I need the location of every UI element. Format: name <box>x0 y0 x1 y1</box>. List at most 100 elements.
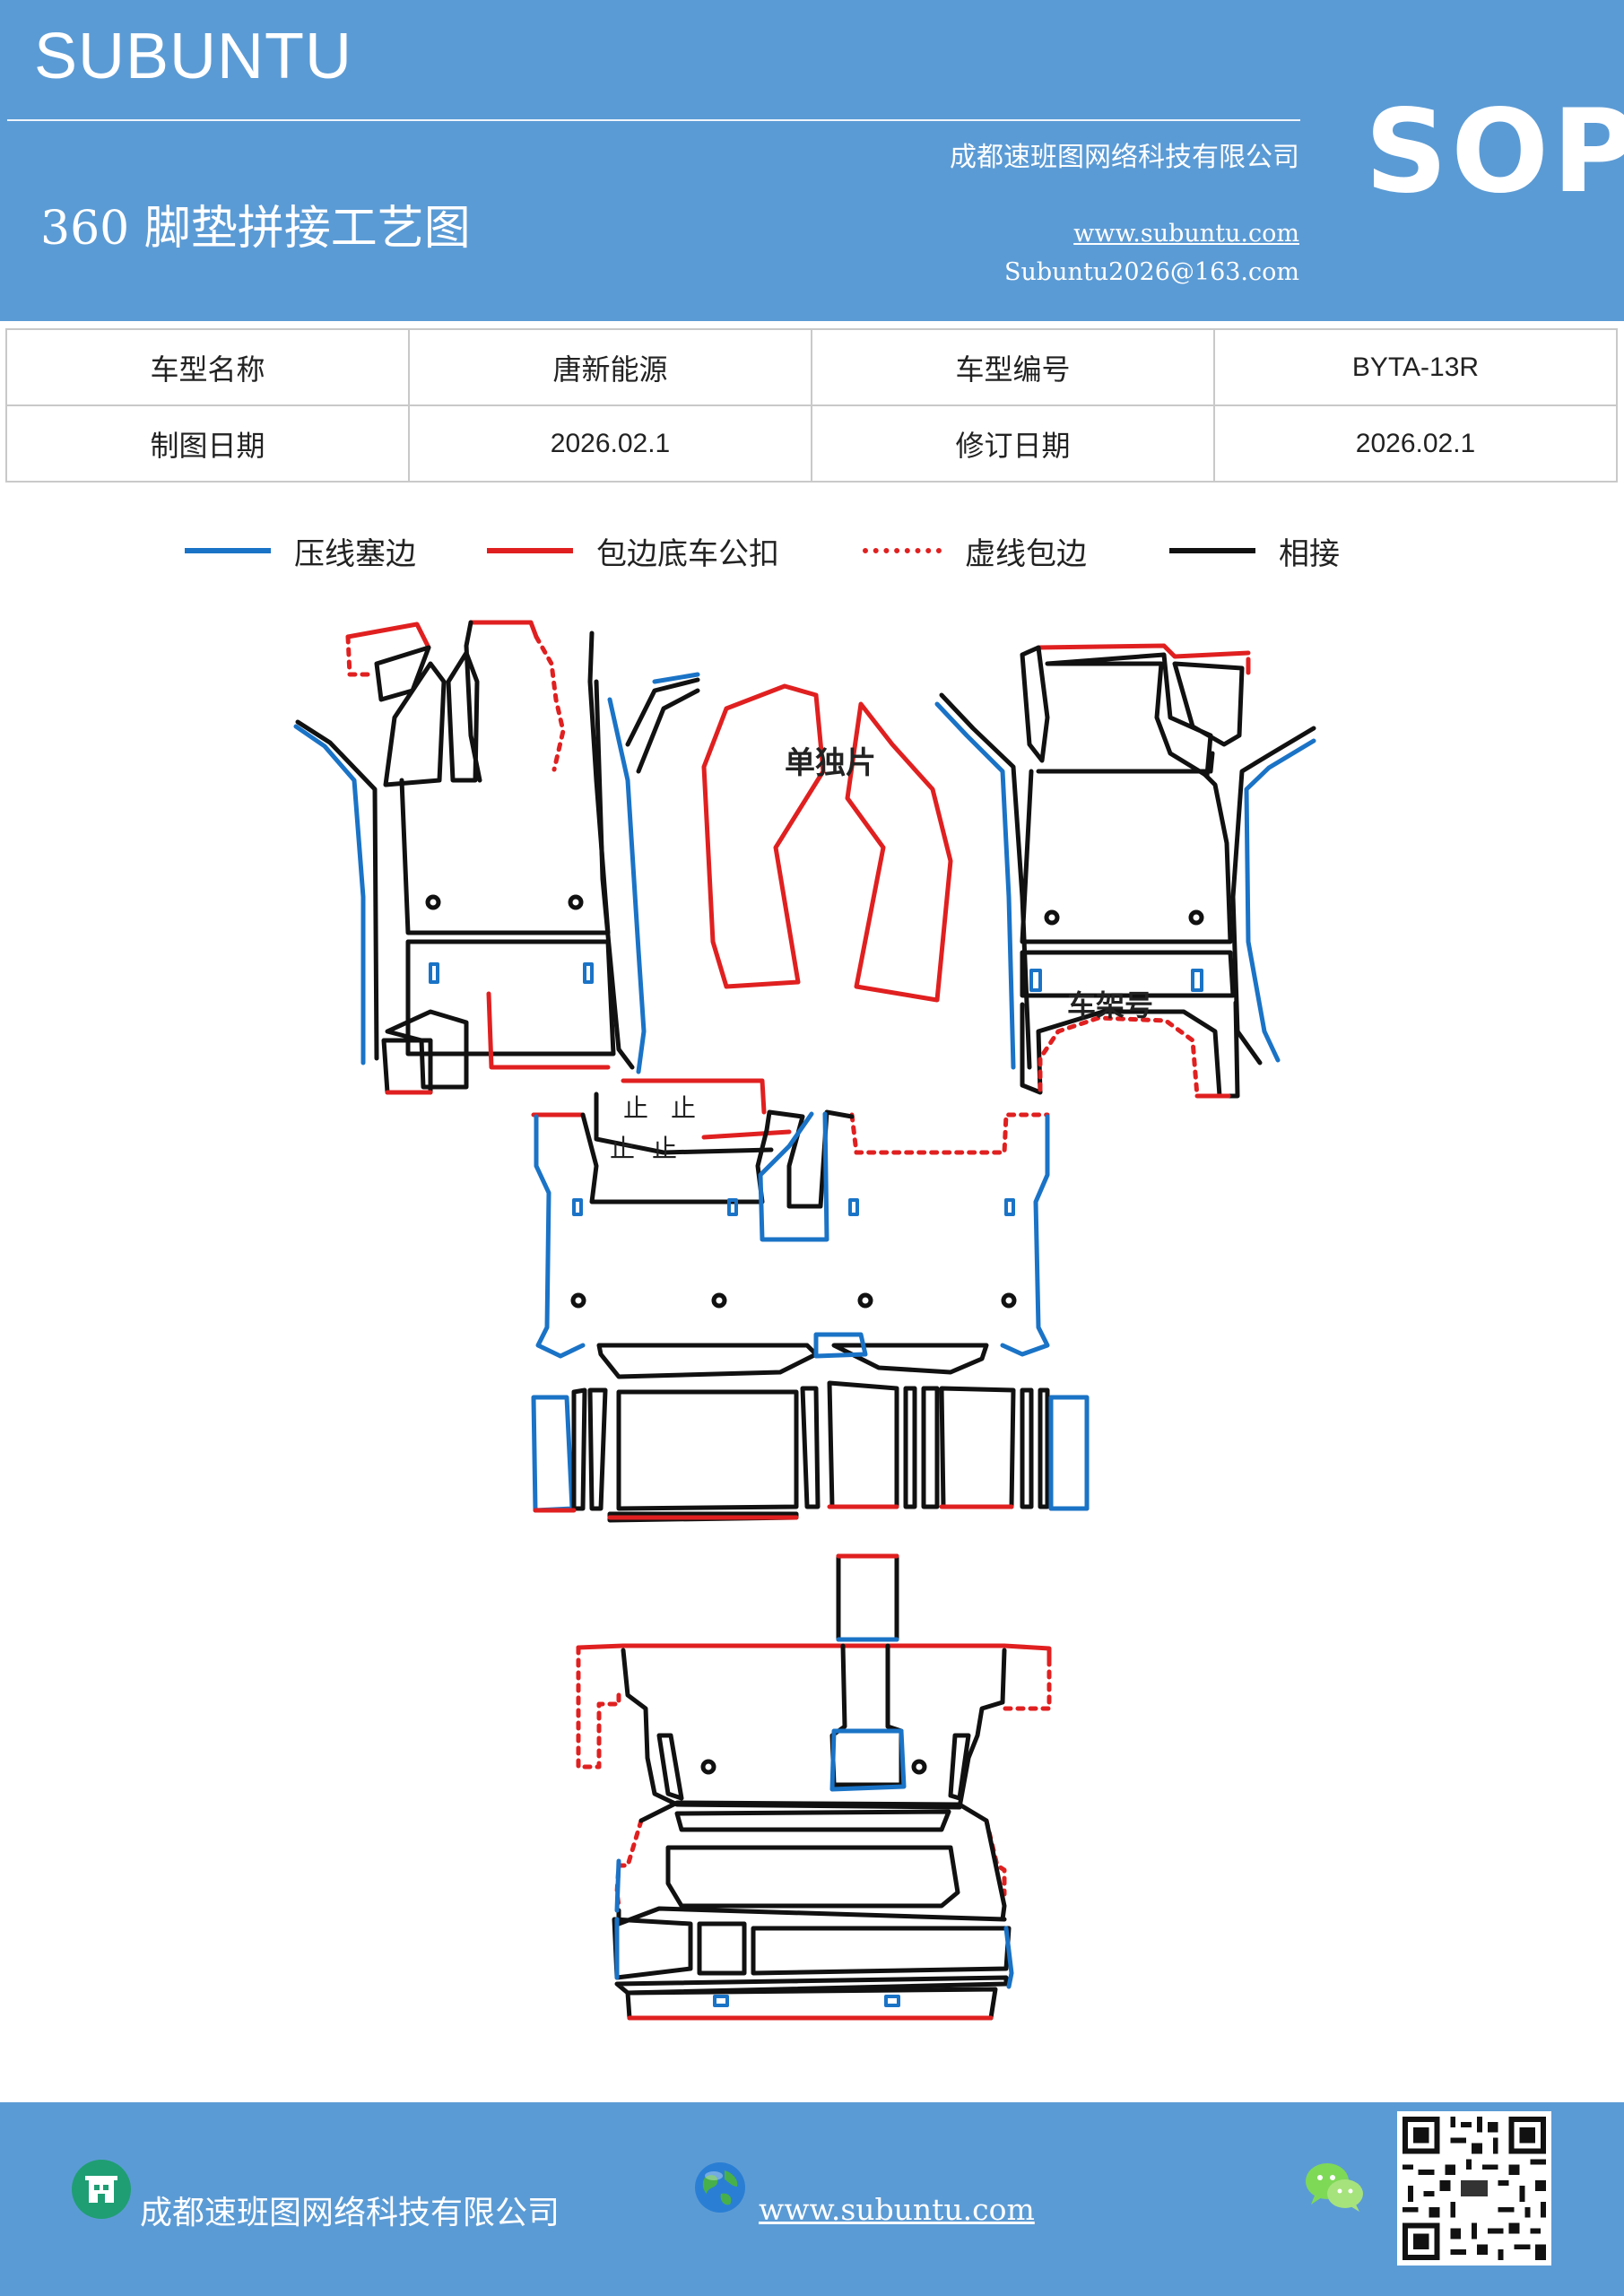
mat-hole <box>700 1759 716 1775</box>
value-model-code: BYTA-13R <box>1213 328 1618 406</box>
mat-outline-blue <box>531 1395 575 1513</box>
legend-label: 相接 <box>1279 535 1340 572</box>
sop-badge: SOP <box>1365 85 1624 219</box>
mat-outline-black <box>1230 726 1316 1065</box>
mat-outline-black <box>295 631 616 1061</box>
mat-outline-black <box>571 1380 1050 1523</box>
mat-slot-blue <box>713 1995 729 2007</box>
legend-swatch-red <box>487 548 573 553</box>
label-revision-date: 修订日期 <box>811 404 1215 483</box>
building-icon <box>72 2160 131 2219</box>
mat-outline-black <box>594 1091 774 1155</box>
single-piece-right <box>845 701 953 1003</box>
mat-outline-blue <box>607 697 647 1074</box>
mat-slot-blue <box>583 962 594 984</box>
mat-outline-red-dotted <box>849 1112 1050 1155</box>
mat-hole <box>568 894 584 910</box>
label-stop: 止 <box>671 1093 696 1123</box>
mat-slot-blue <box>848 1198 859 1216</box>
legend-item-binding: 包边底车公扣 <box>487 524 779 578</box>
mat-outline-blue <box>293 724 366 1065</box>
mat-outline-red <box>345 620 539 650</box>
legend-label: 虚线包边 <box>965 535 1087 572</box>
label-vin: 车架号 <box>1067 988 1153 1022</box>
table-row: 车型名称 唐新能源 车型编号 BYTA-13R <box>5 328 1618 406</box>
footer-banner: 成都速班图网络科技有限公司 www.subuntu.com <box>0 2102 1624 2296</box>
single-piece: 单独片 <box>701 683 953 1003</box>
mat-outline-red-dotted <box>576 1645 1052 1770</box>
single-piece-left <box>701 683 826 989</box>
mat-slot-blue <box>1004 1198 1015 1216</box>
mat-outline-black <box>612 1917 1012 1996</box>
brand-name: SUBUNTU <box>34 21 353 92</box>
label-model-name: 车型名称 <box>5 328 410 406</box>
mat-hole <box>911 1759 927 1775</box>
mat-outline-blue <box>1000 1114 1050 1357</box>
mat-hole <box>1001 1292 1017 1309</box>
mat-outline-red <box>486 991 611 1070</box>
value-draw-date: 2026.02.1 <box>408 404 812 483</box>
mat-hole <box>711 1292 727 1309</box>
mat-outline-black <box>1020 645 1245 778</box>
mat-outline-blue <box>758 1111 829 1242</box>
mat-outline-blue <box>614 1917 1014 1989</box>
footer-website-link[interactable]: www.subuntu.com <box>759 2192 1035 2227</box>
mat-outline-black <box>374 620 482 787</box>
header-divider <box>7 119 1300 121</box>
driver-front-mat <box>293 620 700 1095</box>
label-stop: 止 <box>652 1134 677 1163</box>
legend-label: 包边底车公扣 <box>596 535 779 572</box>
floor-mat-diagram: 单独片 车架号 止 止 止 止 <box>293 620 1316 2021</box>
label-single-piece: 单独片 <box>785 745 876 781</box>
page-title: 360 脚垫拼接工艺图 <box>40 202 471 256</box>
legend-swatch-red-dotted <box>863 548 942 553</box>
mat-outline-blue <box>1048 1395 1090 1511</box>
mat-outline-blue <box>534 1114 586 1359</box>
mat-outline-black <box>836 1553 899 1642</box>
table-row: 制图日期 2026.02.1 修订日期 2026.02.1 <box>5 404 1618 483</box>
mat-slot-blue <box>429 962 439 984</box>
mat-slot-blue <box>1191 969 1203 992</box>
mat-slot-blue <box>572 1198 583 1216</box>
qr-code <box>1397 2111 1551 2266</box>
header-banner: SUBUNTU 成都速班图网络科技有限公司 360 脚垫拼接工艺图 www.su… <box>0 0 1624 321</box>
legend-swatch-blue <box>185 548 271 553</box>
legend-item-dotted-binding: 虚线包边 <box>863 524 1087 578</box>
globe-icon <box>692 2160 748 2215</box>
mat-slot-blue <box>1029 969 1042 992</box>
mat-hole <box>570 1292 586 1309</box>
mat-hole <box>857 1292 873 1309</box>
mat-outline-black <box>625 677 700 774</box>
email-address: Subuntu2026@163.com <box>1004 258 1299 286</box>
value-revision-date: 2026.02.1 <box>1213 404 1618 483</box>
legend: 压线塞边 包边底车公扣 虚线包边 相接 <box>0 524 1624 578</box>
mat-slot-blue <box>884 1995 900 2007</box>
vehicle-info-table: 车型名称 唐新能源 车型编号 BYTA-13R 制图日期 2026.02.1 修… <box>5 328 1618 483</box>
wechat-icon[interactable] <box>1304 2160 1367 2215</box>
mat-outline-blue <box>813 1332 868 1359</box>
company-name: 成都速班图网络科技有限公司 <box>950 142 1299 173</box>
mat-outline-black <box>580 1109 855 1209</box>
mat-outline-red <box>533 1504 1090 1520</box>
mat-outline-red-dotted <box>345 634 566 772</box>
mat-outline-blue <box>652 672 700 684</box>
footer-company-name: 成都速班图网络科技有限公司 <box>140 2195 560 2231</box>
second-row-mat: 止 止 止 止 <box>531 1078 1090 1523</box>
label-draw-date: 制图日期 <box>5 404 410 483</box>
mat-outline-black <box>656 1733 971 1801</box>
mat-hole <box>425 894 441 910</box>
legend-item-press-edge: 压线塞边 <box>185 524 416 578</box>
mat-outline-blue <box>1244 738 1316 1063</box>
third-row-mat <box>576 1553 1052 2021</box>
label-stop: 止 <box>610 1134 635 1163</box>
mat-outline-red <box>1036 643 1251 675</box>
label-stop: 止 <box>623 1093 648 1123</box>
passenger-front-mat: 车架号 <box>934 643 1316 1099</box>
mat-outline-black <box>594 679 635 1070</box>
mat-outline-blue <box>614 1858 621 1913</box>
mat-outline-blue <box>934 701 1016 1070</box>
label-model-code: 车型编号 <box>811 328 1215 406</box>
mat-hole <box>1044 909 1060 926</box>
website-link[interactable]: www.subuntu.com <box>1073 220 1299 248</box>
legend-swatch-black <box>1169 548 1255 553</box>
